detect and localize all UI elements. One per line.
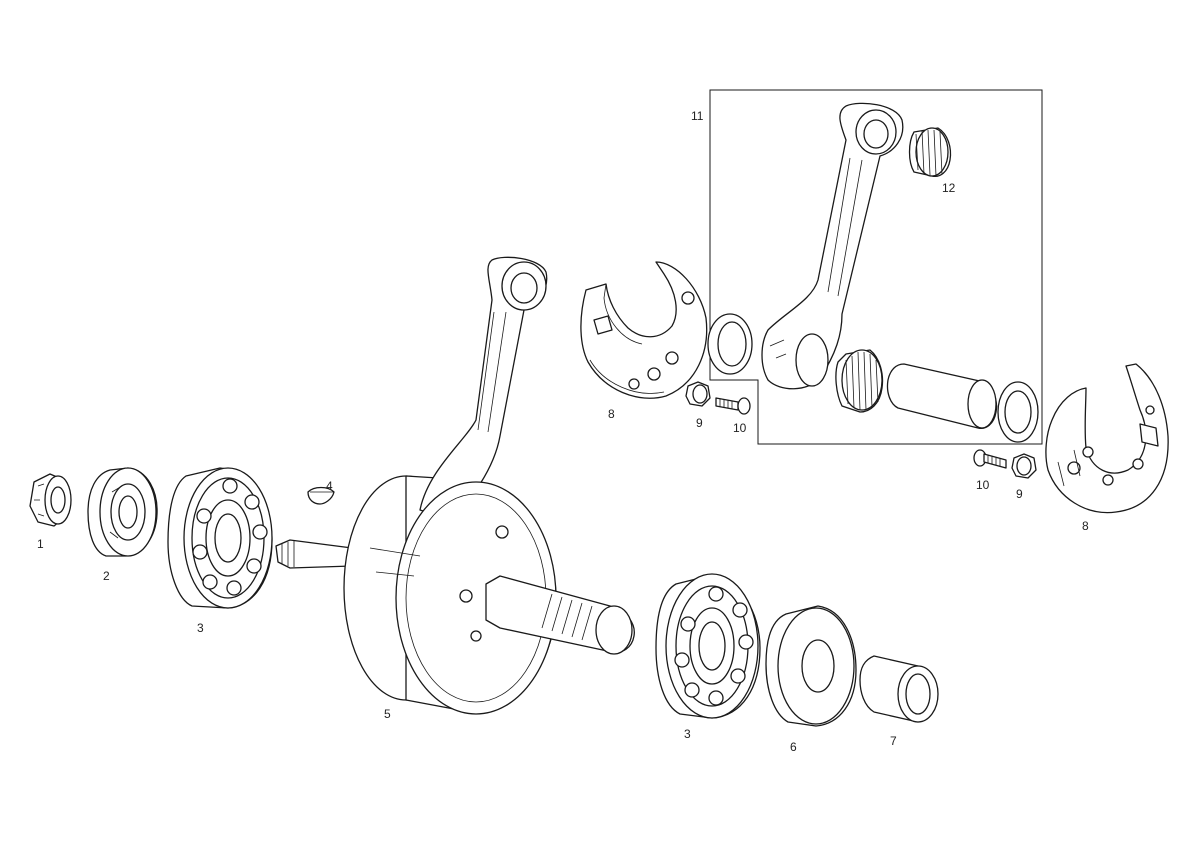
part-3-ball-bearing-right — [655, 573, 761, 719]
part-3-ball-bearing-left — [167, 467, 273, 609]
part-12-needle-bearing — [908, 127, 952, 178]
part-4-woodruff-key — [307, 486, 335, 505]
callout-2: 2 — [103, 569, 110, 583]
part-11-conrod-kit-frame — [709, 89, 1043, 445]
callout-5: 5 — [384, 707, 391, 721]
callout-4: 4 — [326, 479, 333, 493]
callout-3-left: 3 — [197, 621, 204, 635]
part-8-counterweight-right — [1045, 363, 1169, 514]
part-5-crankshaft — [275, 256, 635, 715]
callout-10-left: 10 — [733, 421, 747, 435]
thrust-washer-left — [707, 313, 753, 375]
callout-11: 11 — [691, 109, 704, 123]
part-9-nut-right — [1011, 453, 1037, 479]
needle-bearing-big-end — [835, 349, 884, 413]
callout-3-right: 3 — [684, 727, 691, 741]
callout-12: 12 — [942, 181, 956, 195]
thrust-washer-right — [997, 381, 1039, 443]
callout-6: 6 — [790, 740, 797, 754]
callout-9-right: 9 — [1016, 487, 1023, 501]
part-10-bolt-left — [715, 397, 751, 415]
crank-pin — [886, 363, 998, 430]
part-6-oil-seal — [765, 605, 857, 727]
part-8-counterweight-left — [580, 261, 708, 399]
part-9-nut-left — [685, 381, 711, 407]
part-7-spacer — [859, 655, 939, 723]
callout-10-right: 10 — [976, 478, 990, 492]
callout-7: 7 — [890, 734, 897, 748]
conrod-kit-rod — [761, 102, 904, 390]
callout-1: 1 — [37, 537, 44, 551]
callout-8-right: 8 — [1082, 519, 1089, 533]
part-10-bolt-right — [973, 449, 1007, 469]
callout-8-left: 8 — [608, 407, 615, 421]
part-2-bearing-seal — [87, 467, 158, 557]
part-1-nut — [29, 473, 72, 527]
callout-9-left: 9 — [696, 416, 703, 430]
